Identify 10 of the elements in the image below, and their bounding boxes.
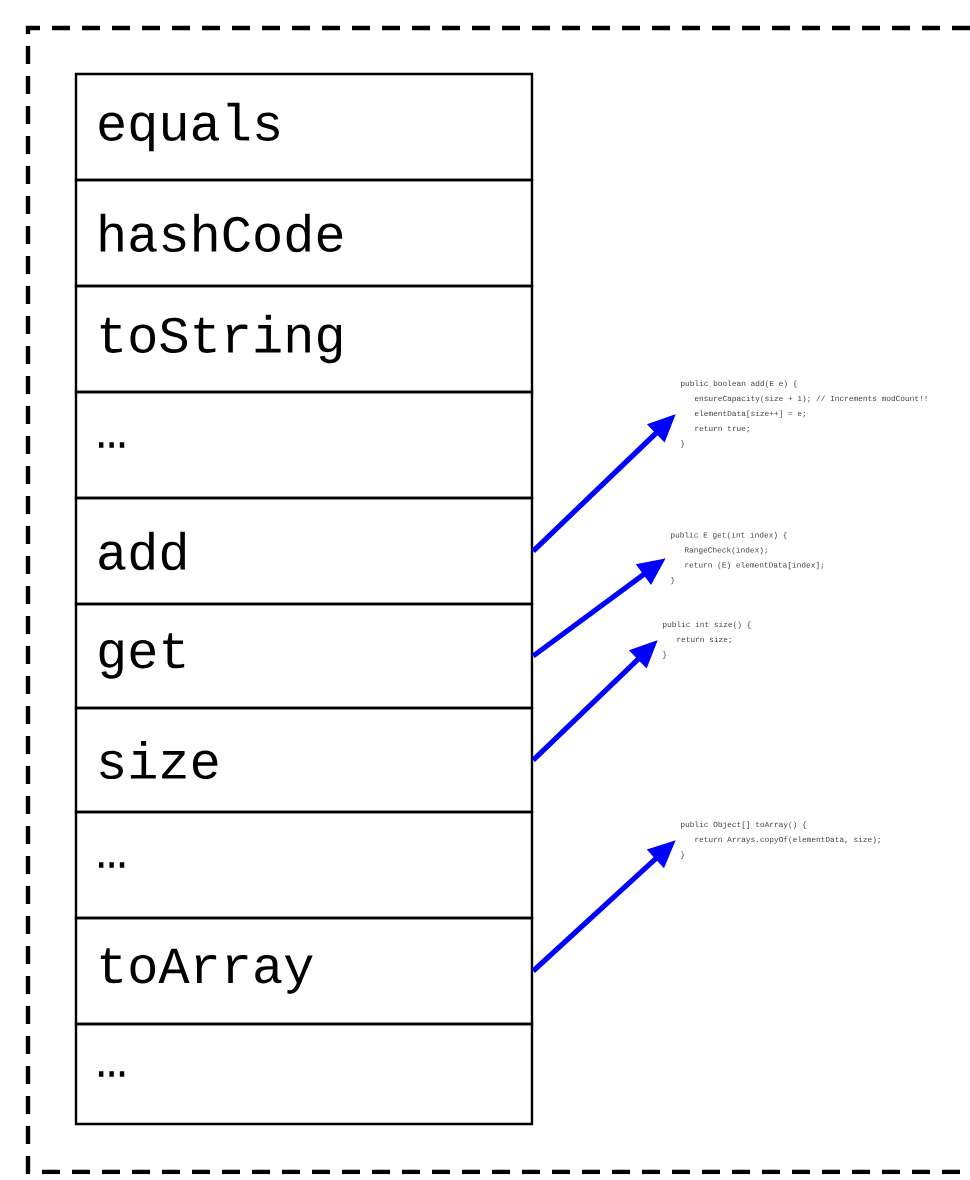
method-cell: toArray (74, 916, 534, 1026)
method-cell: hashCode (74, 178, 534, 288)
method-cell: toString (74, 284, 534, 394)
method-cell: get (74, 602, 534, 710)
method-cell: add (74, 496, 534, 606)
method-cell: size (74, 706, 534, 814)
method-cell: … (74, 810, 534, 920)
method-cell: … (74, 1022, 534, 1126)
method-cell: … (74, 390, 534, 500)
method-cell: equals (74, 72, 534, 182)
